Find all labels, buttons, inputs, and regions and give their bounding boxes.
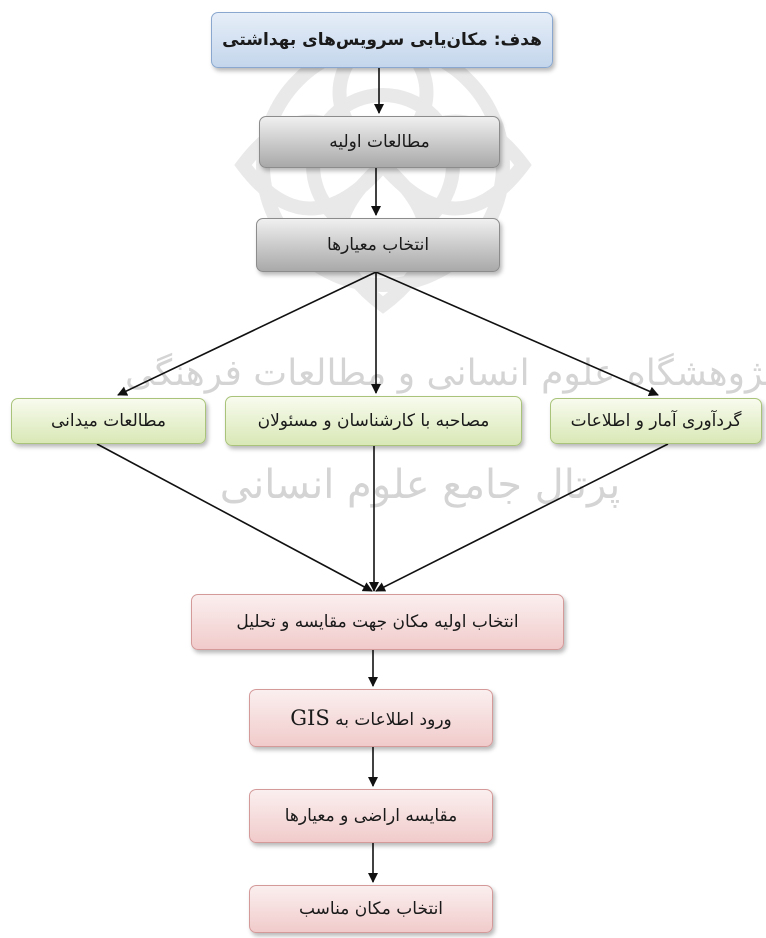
criteria-selection-box: انتخاب معیارها [256, 218, 500, 272]
gis-entry-prefix: ورود اطلاعات به [335, 710, 452, 730]
goal-box: هدف: مکان‌یابی سرویس‌های بهداشتی [211, 12, 553, 68]
data-collection-box: گردآوری آمار و اطلاعات [550, 398, 762, 444]
criteria-selection-label: انتخاب معیارها [326, 235, 430, 255]
arrow-field-to-selection [96, 443, 373, 592]
arrow-data-to-selection [375, 443, 669, 592]
interviews-box: مصاحبه با کارشناسان و مسئولان [225, 396, 522, 446]
final-selection-box: انتخاب مکان مناسب [249, 885, 493, 933]
field-studies-label: مطالعات میدانی [51, 411, 166, 431]
final-selection-label: انتخاب مکان مناسب [298, 899, 444, 919]
watermark-line2: پرتال جامع علوم انسانی [220, 462, 621, 508]
gis-entry-box: ورود اطلاعات به GIS [249, 689, 493, 747]
goal-label: هدف: مکان‌یابی سرویس‌های بهداشتی [222, 30, 542, 50]
initial-studies-label: مطالعات اولیه [329, 132, 430, 152]
watermark-line1: پژوهشگاه علوم انسانی و مطالعات فرهنگی [125, 352, 766, 394]
arrow-criteria-to-data [375, 271, 659, 396]
data-collection-label: گردآوری آمار و اطلاعات [570, 411, 742, 431]
field-studies-box: مطالعات میدانی [11, 398, 206, 444]
gis-entry-term: GIS [290, 706, 330, 730]
land-comparison-box: مقایسه اراضی و معیارها [249, 789, 493, 843]
initial-site-selection-label: انتخاب اولیه مکان جهت مقایسه و تحلیل [236, 612, 519, 632]
land-comparison-label: مقایسه اراضی و معیارها [284, 806, 458, 826]
arrow-criteria-to-field [117, 271, 377, 396]
initial-site-selection-box: انتخاب اولیه مکان جهت مقایسه و تحلیل [191, 594, 564, 650]
initial-studies-box: مطالعات اولیه [259, 116, 500, 168]
gis-entry-label: ورود اطلاعات به GIS [290, 706, 451, 730]
interviews-label: مصاحبه با کارشناسان و مسئولان [257, 411, 490, 431]
